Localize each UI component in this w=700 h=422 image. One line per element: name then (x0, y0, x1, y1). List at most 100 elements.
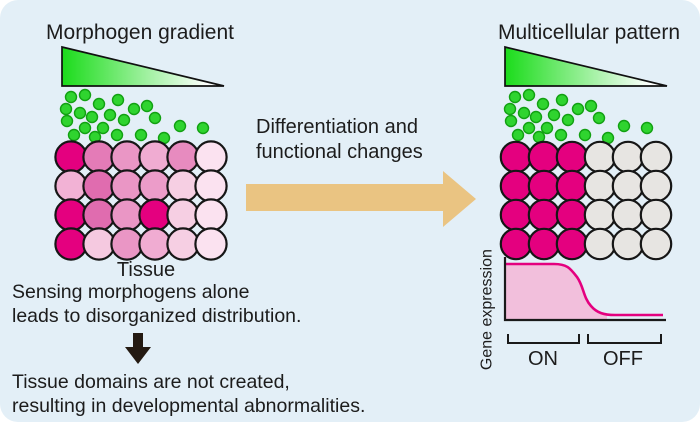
caption-line4: resulting in developmental abnormalities… (12, 395, 366, 417)
morphogen-dot (592, 111, 606, 125)
morphogen-dot (196, 121, 210, 135)
morphogen-dot (103, 108, 117, 122)
transition-caption-line1: Differentiation and (256, 116, 418, 138)
morphogen-dot (59, 102, 73, 116)
tissue-cell (611, 227, 645, 261)
morphogen-dot (85, 110, 99, 124)
tissue-cell (82, 227, 116, 261)
tissue-grid-left (54, 140, 228, 261)
morphogen-dot (127, 102, 141, 116)
caption-line1: Sensing morphogens alone (12, 281, 250, 303)
tissue-cell (527, 169, 561, 203)
tissue-cell (499, 198, 533, 232)
morphogen-dot (73, 106, 87, 120)
down-arrow-icon (125, 333, 151, 364)
morphogen-dot (60, 114, 74, 128)
tissue-cell (639, 169, 673, 203)
morphogen-dot (547, 108, 561, 122)
morphogen-dot (148, 111, 162, 125)
on-region-label: ON (528, 348, 558, 370)
tissue-cell (583, 140, 617, 174)
morphogen-dot (96, 121, 110, 135)
tissue-cell (166, 227, 200, 261)
morphogen-gradient-triangle-right (504, 45, 668, 87)
morphogen-dot (111, 93, 125, 107)
tissue-cell (555, 140, 589, 174)
tissue-cell (639, 140, 673, 174)
right-panel-title: Multicellular pattern (497, 21, 681, 44)
tissue-cell (583, 169, 617, 203)
chart-sigmoid-curve (506, 262, 663, 317)
morphogen-dot (64, 90, 78, 104)
morphogen-gradient-triangle-left (61, 45, 225, 87)
tissue-cell (166, 198, 200, 232)
morphogen-dot (92, 97, 106, 111)
morphogen-dot (554, 128, 568, 142)
tissue-cell (555, 169, 589, 203)
morphogen-dot (134, 128, 148, 142)
gene-expression-chart (503, 257, 666, 344)
caption-block-1: Sensing morphogens alone leads to disorg… (12, 280, 301, 328)
morphogen-dot (617, 119, 631, 133)
gene-expression-axis-label: Gene expression (478, 249, 496, 371)
morphogen-dot (517, 106, 531, 120)
tissue-cell (54, 169, 88, 203)
tissue-cell (194, 169, 228, 203)
tissue-cell (110, 198, 144, 232)
tissue-cell (527, 198, 561, 232)
morphogen-dot (508, 90, 522, 104)
morphogen-dot (140, 99, 154, 113)
morphogen-dot (522, 121, 536, 135)
morphogen-dot (555, 93, 569, 107)
morphogen-dot (540, 121, 554, 135)
tissue-cell (110, 227, 144, 261)
tissue-cell (499, 227, 533, 261)
morphogen-dot (529, 110, 543, 124)
morphogen-dot (67, 128, 81, 142)
tissue-cell (194, 198, 228, 232)
morphogen-dot (578, 128, 592, 142)
morphogen-dot (640, 121, 654, 135)
morphogen-dots-left (59, 88, 210, 145)
tissue-cell (166, 169, 200, 203)
morphogen-dot (511, 128, 525, 142)
tissue-cell (555, 198, 589, 232)
morphogen-dot (571, 102, 585, 116)
transition-caption: Differentiation and functional changes (256, 115, 423, 165)
transition-arrow-icon (246, 171, 476, 227)
tissue-cell (194, 140, 228, 174)
tissue-cell (110, 169, 144, 203)
tissue-cell (54, 198, 88, 232)
tissue-cell (499, 140, 533, 174)
morphogen-dot (522, 88, 536, 102)
tissue-cell (527, 140, 561, 174)
tissue-cell (555, 227, 589, 261)
tissue-cell (138, 169, 172, 203)
on-range-bracket (507, 334, 580, 344)
tissue-cell (611, 169, 645, 203)
tissue-cell (138, 227, 172, 261)
morphogen-dot (173, 119, 187, 133)
morphogen-dot (503, 102, 517, 116)
tissue-cell (166, 140, 200, 174)
morphogen-dot (110, 128, 124, 142)
tissue-cell (82, 140, 116, 174)
morphogen-dot (504, 114, 518, 128)
tissue-cell (138, 198, 172, 232)
morphogen-dot (117, 113, 131, 127)
tissue-cell (54, 140, 88, 174)
caption-line3: Tissue domains are not created, (12, 371, 290, 393)
tissue-grid-right (499, 140, 673, 261)
tissue-cell (54, 227, 88, 261)
morphogen-dot (584, 99, 598, 113)
tissue-cell (639, 198, 673, 232)
morphogen-dots-right (503, 88, 654, 145)
tissue-label: Tissue (116, 259, 176, 281)
morphogen-dot (78, 88, 92, 102)
tissue-cell (194, 227, 228, 261)
tissue-cell (583, 198, 617, 232)
off-region-label: OFF (603, 348, 643, 370)
caption-line2: leads to disorganized distribution. (12, 305, 302, 327)
